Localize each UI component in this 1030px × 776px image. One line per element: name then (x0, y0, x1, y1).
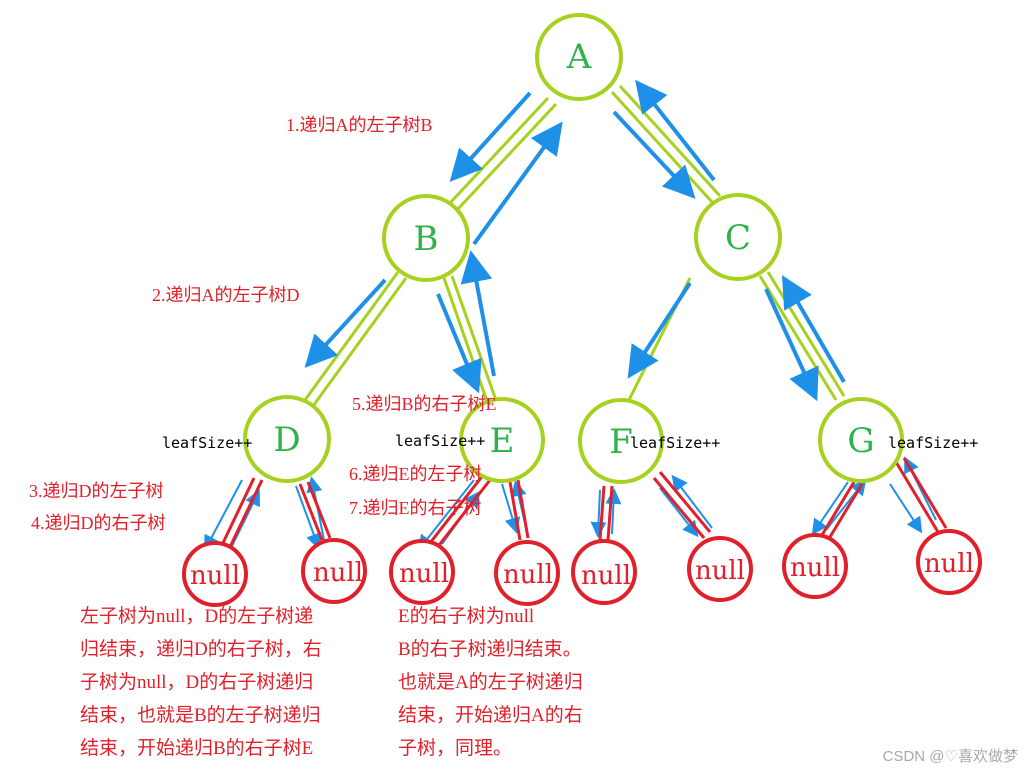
leaf-size-label-f: leafSize++ (630, 434, 720, 452)
svg-text:null: null (581, 561, 631, 591)
node-f: F (578, 398, 664, 484)
left-explanation-line: 归结束，递归D的右子树，右 (80, 639, 322, 660)
node-label: E (490, 421, 515, 461)
svg-text:null: null (924, 549, 974, 579)
leaf-size-label-g: leafSize++ (888, 434, 978, 452)
node-label: A (566, 37, 592, 77)
step-1-label: 1.递归A的左子树B (286, 115, 433, 135)
null-leaf-e-right: null (494, 540, 560, 606)
node-c: C (694, 193, 782, 281)
left-explanation-line: 结束，也就是B的左子树递归 (80, 705, 321, 726)
null-leaf-f-left: null (571, 539, 637, 605)
node-label: B (414, 219, 439, 259)
null-leaf-d-right: null (301, 538, 367, 604)
null-leaves: null null null null null null null null (182, 529, 982, 607)
arrow-a-to-b (449, 91, 532, 182)
right-explanation-line: B的右子树递归结束。 (398, 639, 582, 660)
null-leaf-g-left: null (782, 533, 848, 599)
arrow-c-to-f (627, 281, 692, 379)
right-explanation-line: E的右子树为null (398, 606, 535, 627)
arrow-g-to-c (781, 275, 846, 384)
svg-text:null: null (503, 560, 553, 590)
left-explanation-line: 左子树为null，D的左子树递 (80, 606, 314, 627)
left-explanation-line: 结束，开始递归B的右子树E (80, 738, 314, 759)
arrow-b-to-d (304, 278, 387, 368)
node-g: G (818, 397, 904, 483)
right-explanation-line: 子树，同理。 (398, 738, 513, 759)
arrow-b-to-e (436, 293, 482, 394)
node-label: F (609, 422, 633, 462)
watermark: CSDN @♡喜欢做梦 (882, 748, 1018, 765)
node-label: C (725, 218, 751, 258)
step-7-label: 7.递归E的右子树 (349, 498, 482, 518)
edge-a-b (448, 96, 550, 205)
svg-text:null: null (695, 556, 745, 586)
node-label: D (273, 420, 300, 460)
node-label: G (847, 421, 874, 461)
right-explanation-line: 结束，开始递归A的右 (398, 705, 583, 726)
arrow-a-to-c (612, 110, 696, 199)
edge-a-c (610, 90, 714, 204)
svg-text:null: null (190, 561, 240, 591)
svg-text:null: null (790, 553, 840, 583)
null-leaf-f-right: null (687, 536, 753, 602)
svg-text:null: null (313, 558, 363, 588)
edge-c-g (758, 275, 838, 401)
step-2-label: 2.递归A的左子树D (152, 285, 300, 305)
arrow-c-to-g (764, 288, 819, 402)
node-b: B (382, 194, 470, 282)
leaf-size-label-e: leafSize++ (395, 432, 485, 450)
leaf-size-label-d: leafSize++ (162, 434, 252, 452)
step-5-label: 5.递归B的右子树E (352, 394, 497, 414)
edge-b-d (303, 271, 400, 401)
step-4-label: 4.递归D的右子树 (31, 513, 166, 533)
edge-b-e (442, 277, 492, 411)
null-edges (220, 457, 948, 550)
step-6-label: 6.递归E的左子树 (349, 464, 482, 484)
arrow-b-to-a (472, 121, 563, 246)
traversal-arrows (304, 79, 846, 402)
arrow-e-to-b (460, 250, 496, 377)
svg-text:null: null (399, 559, 449, 589)
node-a: A (535, 13, 623, 101)
right-explanation: E的右子树为null B的右子树递归结束。 也就是A的左子树递归 结束，开始递归… (398, 600, 583, 765)
node-d: D (243, 395, 331, 483)
left-explanation-line: 子树为null，D的右子树递归 (80, 672, 314, 693)
null-leaf-e-left: null (389, 539, 455, 605)
left-explanation: 左子树为null，D的左子树递 归结束，递归D的右子树，右 子树为null，D的… (80, 600, 322, 765)
null-leaf-g-right: null (916, 529, 982, 595)
step-3-label: 3.递归D的左子树 (29, 481, 164, 501)
arrow-c-to-a (635, 79, 716, 182)
null-leaf-d-left: null (182, 541, 248, 607)
node-e: E (459, 397, 545, 483)
right-explanation-line: 也就是A的左子树递归 (398, 672, 583, 693)
